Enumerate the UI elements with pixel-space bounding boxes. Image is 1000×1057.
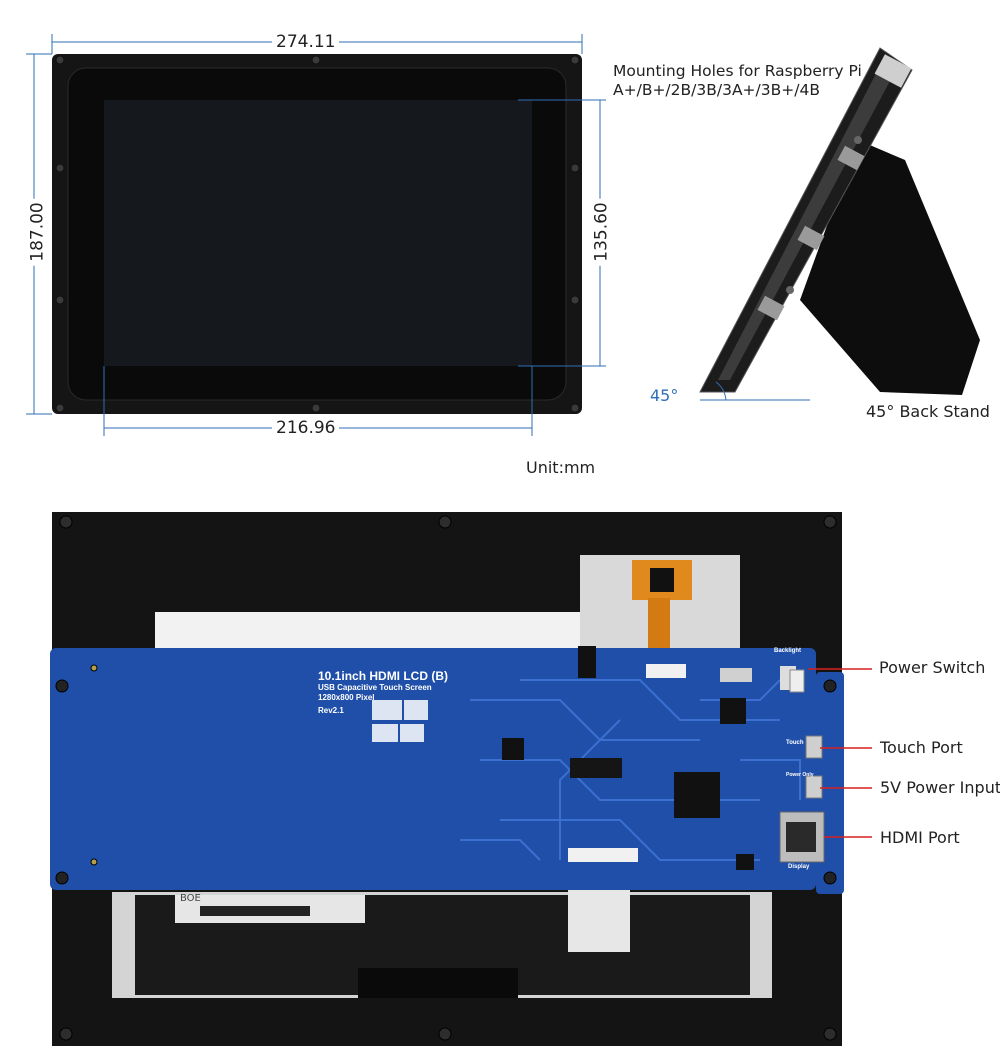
touch-port-label: Touch Port [880,738,963,757]
pcb-subtitle-1: USB Capacitive Touch Screen [318,683,432,692]
pcb-title: 10.1inch HDMI LCD (B) [318,669,449,683]
back-view [50,512,844,1046]
active-area [104,100,532,366]
unit-label: Unit:mm [526,458,596,477]
side-view [699,47,980,401]
power-switch-label: Power Switch [879,658,986,677]
bezel-screws [55,55,580,413]
mounting-holes-label-1: Mounting Holes for Raspberry Pi [613,62,862,80]
pcb-touch-label: Touch [786,740,804,746]
dim-active-width: 216.96 [272,418,340,438]
angle-label: 45° [650,386,679,405]
dim-active-height: 135.60 [591,198,612,266]
pcb-rev: Rev2.1 [318,706,344,715]
dim-outer-height: 187.00 [27,198,48,266]
pcb-subtitle-2: 1280x800 Pixel [318,693,375,702]
hdmi-port-label: HDMI Port [880,828,960,847]
pcb-backlight-label: Backlight [774,648,802,654]
panel-brand: BOE [180,893,201,904]
back-stand-label: 45° Back Stand [866,402,990,421]
mounting-holes-label-2: A+/B+/2B/3B/3A+/3B+/4B [613,81,820,99]
dim-outer-width: 274.11 [272,32,340,52]
pcb-display-label: Display [788,864,810,870]
callout-lines [808,668,872,838]
pcb-power-label: Power Only [786,772,814,778]
power-input-label: 5V Power Input [880,778,1000,797]
